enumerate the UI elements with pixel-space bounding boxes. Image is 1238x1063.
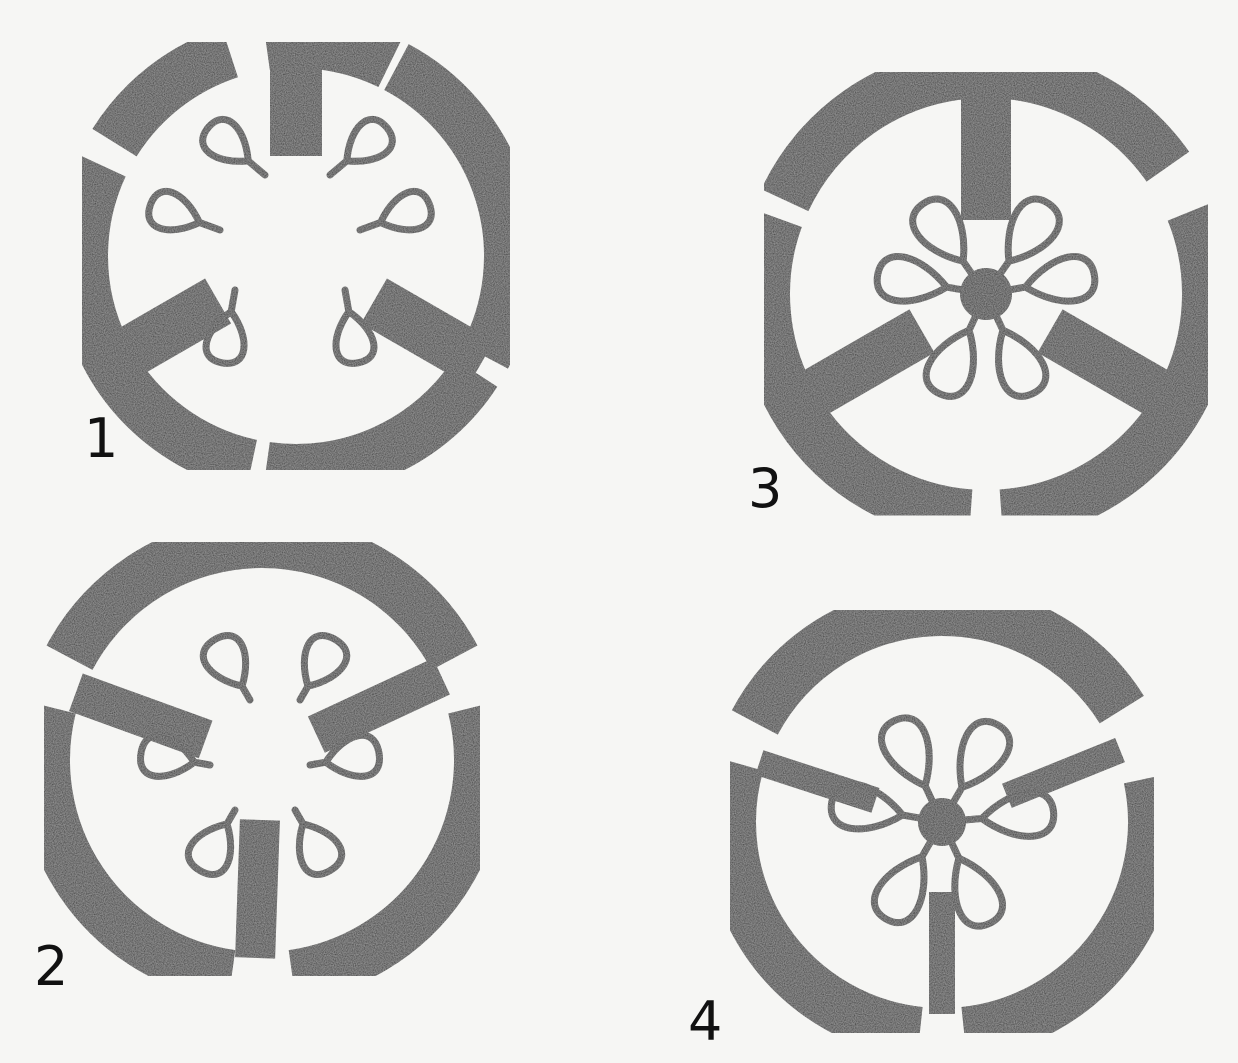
wedge-arm	[316, 676, 441, 734]
ring-segment	[115, 52, 230, 142]
figure-3	[764, 72, 1208, 515]
figure-4	[730, 610, 1154, 1033]
ring-segment	[755, 610, 1122, 722]
loop-petal	[203, 119, 265, 175]
figure-1-label: 1	[84, 407, 118, 470]
figure-4-label: 4	[688, 990, 722, 1053]
loop-petal	[295, 810, 342, 875]
ring-segment	[964, 778, 1154, 1033]
ring-segment	[292, 707, 480, 976]
spoke-bar	[374, 301, 481, 363]
spoke-bar	[794, 331, 922, 405]
figure-1	[82, 42, 510, 470]
loop-petal	[149, 191, 220, 230]
figure-2	[44, 542, 480, 976]
ring-segment	[44, 707, 232, 976]
loop-petal	[360, 191, 431, 230]
loop-petal	[330, 119, 392, 175]
loop-petal	[203, 635, 250, 700]
ring-segment	[266, 373, 475, 470]
loop-petal	[336, 290, 374, 363]
loop-petal	[986, 294, 1046, 396]
spoke-bar	[111, 301, 218, 363]
loop-petal	[300, 635, 347, 700]
figure-3-label: 3	[748, 457, 782, 520]
wedge-arm	[1007, 750, 1120, 796]
loop-petal	[188, 810, 235, 875]
loop-petal	[926, 294, 986, 396]
spoke-bar	[1050, 331, 1178, 405]
wedge-arm	[255, 820, 260, 958]
figure-2-label: 2	[34, 935, 68, 998]
wedge-arm	[76, 692, 206, 739]
ring-segment	[70, 542, 455, 658]
